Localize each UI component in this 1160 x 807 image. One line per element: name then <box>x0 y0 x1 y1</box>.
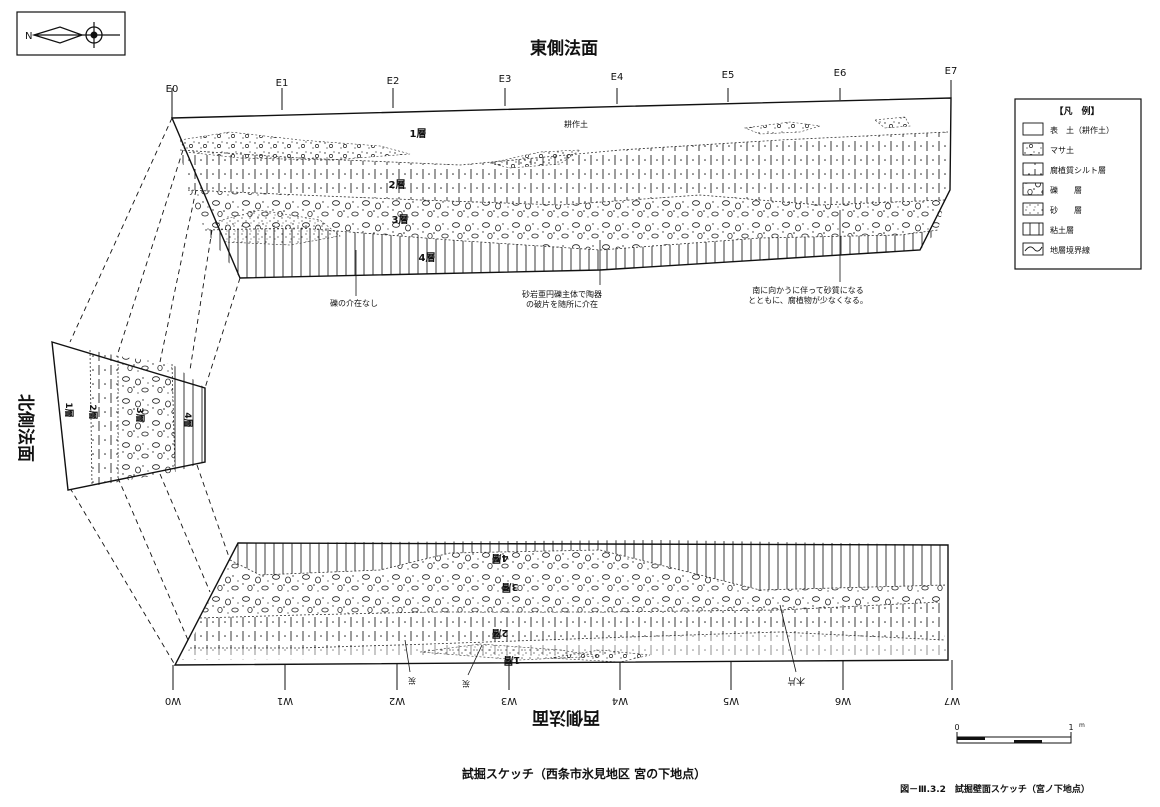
west-layer-2: 2層 <box>492 627 509 639</box>
stake-E5: E5 <box>722 70 735 81</box>
connector-lines <box>69 117 241 666</box>
legend-item-5: 粘土層 <box>1050 225 1074 235</box>
stake-E1: E1 <box>276 78 289 89</box>
svg-text:N: N <box>25 31 32 42</box>
legend-title: 【凡 例】 <box>1054 105 1099 117</box>
scale-bar: 0 1 m <box>954 722 1085 744</box>
east-leader-lines <box>355 210 841 296</box>
north-arrow: N <box>16 11 126 56</box>
west-section-title: 西側法面 <box>532 707 600 728</box>
east-wall-section <box>170 97 952 279</box>
west-mark-1: 炭 <box>408 676 416 685</box>
east-note-3a: 南に向かうに伴って砂質になる <box>752 285 864 295</box>
caption-figure: 図－Ⅲ.3.2 試掘壁面スケッチ（宮ノ下地点） <box>900 783 1090 795</box>
west-leader-lines <box>404 604 797 676</box>
west-stakes: W0 W1 W2 W3 W4 W5 W6 W7 <box>165 660 960 706</box>
stake-E6: E6 <box>834 68 847 79</box>
west-mark-2: 炭 <box>462 679 470 688</box>
north-layer-1: 1層 <box>63 402 75 417</box>
stake-E0: E0 <box>166 84 179 95</box>
east-note-1: 礫の介在なし <box>330 298 378 308</box>
legend-item-0: 表 土（耕作土） <box>1050 125 1114 135</box>
stake-E4: E4 <box>611 72 624 83</box>
west-layer-4: 4層 <box>492 552 509 564</box>
legend-swatch-topsoil <box>1022 122 1044 136</box>
caption-main: 試掘スケッチ（西条市氷見地区 宮の下地点） <box>462 766 706 781</box>
stake-E3: E3 <box>499 74 512 85</box>
west-layer-1: 1層 <box>504 654 521 666</box>
west-layer-3: 3層 <box>502 581 519 593</box>
boundary-line-icon <box>1024 246 1043 252</box>
north-section-title: 北側法面 <box>15 394 36 462</box>
stake-W3: W3 <box>501 695 517 706</box>
east-stakes: E0 E1 E2 E3 E4 E5 E6 E7 <box>166 66 958 118</box>
scale-unit: m <box>1079 722 1085 729</box>
legend-swatch-silt <box>1022 162 1044 176</box>
east-layer-4: 4層 <box>419 252 436 264</box>
west-wall-section <box>173 540 949 666</box>
legend-item-2: 腐植質シルト層 <box>1050 165 1106 175</box>
legend-item-4: 砂 層 <box>1050 205 1082 215</box>
stake-W7: W7 <box>944 695 960 706</box>
east-layer-3: 3層 <box>392 214 409 226</box>
scale-zero: 0 <box>954 723 959 732</box>
east-note-2a: 砂岩亜円礫主体で陶器 <box>522 289 602 299</box>
scale-one: 1 <box>1068 723 1073 732</box>
stake-W0: W0 <box>165 695 181 706</box>
east-layer-2: 2層 <box>389 179 406 191</box>
stake-E7: E7 <box>945 66 958 77</box>
east-note-2b: の破片を随所に介在 <box>526 299 598 309</box>
east-topsoil-label: 耕作土 <box>564 119 588 129</box>
stake-W2: W2 <box>389 695 405 706</box>
stake-E2: E2 <box>387 76 400 87</box>
north-wall-section <box>51 341 206 491</box>
east-note-3b: とともに、腐植物が少なくなる。 <box>748 295 868 305</box>
stake-W4: W4 <box>612 695 628 706</box>
legend-swatch-gravel <box>1022 182 1044 196</box>
legend: 【凡 例】 表 土（耕作土） マサ土 腐植質シルト層 礫 層 砂 層 粘土層 地… <box>1014 98 1142 270</box>
north-layer-2: 2層 <box>87 404 99 419</box>
legend-swatch-boundary <box>1022 242 1044 256</box>
legend-item-1: マサ土 <box>1050 145 1074 155</box>
stake-W5: W5 <box>723 695 739 706</box>
legend-swatch-sand <box>1022 202 1044 216</box>
legend-swatch-clay <box>1022 222 1044 236</box>
stake-W6: W6 <box>835 695 851 706</box>
north-layer-4: 4層 <box>182 412 194 427</box>
west-mark-3: 木片 <box>787 675 805 687</box>
east-layer-1: 1層 <box>410 128 427 140</box>
north-layer-3: 3層 <box>134 407 146 422</box>
stake-W1: W1 <box>277 695 293 706</box>
legend-item-3: 礫 層 <box>1050 185 1082 195</box>
legend-item-6: 地層境界線 <box>1050 245 1090 255</box>
east-section-title: 東側法面 <box>530 38 598 59</box>
legend-swatch-masa <box>1022 142 1044 156</box>
